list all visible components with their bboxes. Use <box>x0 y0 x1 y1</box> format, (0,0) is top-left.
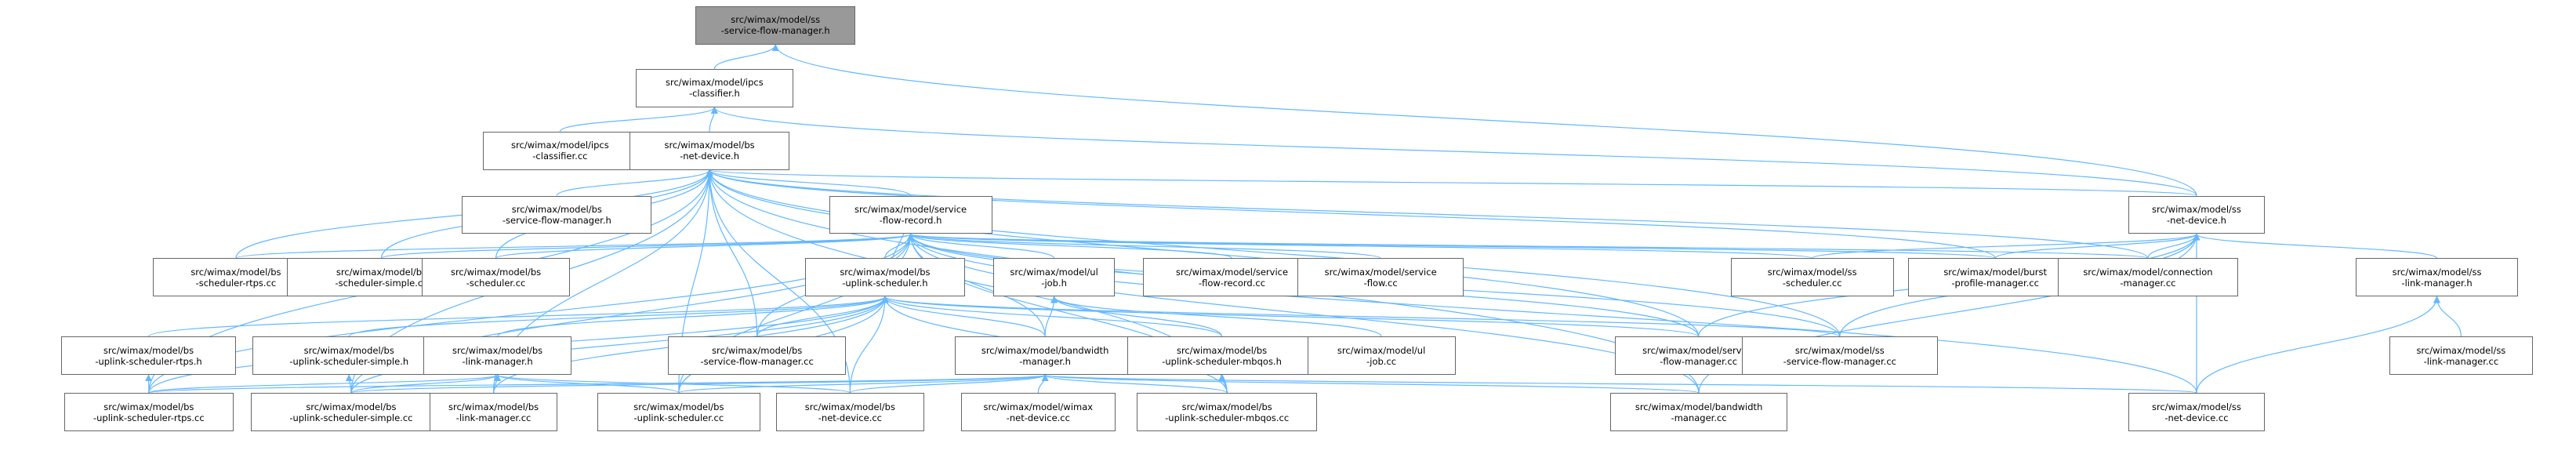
edge-bs_uls_simple_cc-includes-bw_mgr_h <box>350 374 1048 394</box>
edge-bs_sfm_h-includes-bs_netdev_h <box>556 169 713 196</box>
edge-bs_uls_mbqos_h-includes-bs_uls_h <box>881 296 1223 337</box>
edge-ss_netdev_h-includes-ipcs_h <box>711 106 2197 196</box>
edge-bs_sched_cc-includes-sfr_h <box>495 233 914 259</box>
node-bs-uplink-scheduler-rtps-cc[interactable]: src/wimax/model/bs-uplink-scheduler-rtps… <box>64 393 234 431</box>
node-ipcs-classifier-h[interactable]: src/wimax/model/ipcs-classifier.h <box>636 68 793 107</box>
edge-bw_mgr_cc-includes-bw_mgr_h <box>1042 374 1700 394</box>
edge-bpm_cc-includes-bs_netdev_h <box>706 169 1996 259</box>
edge-bs_lm_h-includes-bs_uls_h <box>497 296 889 337</box>
edge-ss_netdev_h-includes-root <box>771 43 2197 196</box>
edge-ul_job_cc-includes-ul_job_h <box>1050 296 1382 337</box>
edge-bs_uls_simple_h-includes-bs_uls_h <box>348 296 889 337</box>
node-bs-net-device-h[interactable]: src/wimax/model/bs-net-device.h <box>629 131 790 170</box>
edge-conn_mgr_cc-includes-sfr_h <box>907 233 2149 259</box>
edge-bw_mgr_h-includes-bs_uls_h <box>881 296 1046 337</box>
edge-sf_cc-includes-sfr_h <box>907 233 1381 259</box>
edge-bs_uls_mbqos_cc-includes-bs_uls_mbqos_h <box>1218 374 1228 394</box>
node-bs-service-flow-manager-h[interactable]: src/wimax/model/bs-service-flow-manager.… <box>462 195 652 234</box>
edge-bs_netdev_cc-includes-bw_mgr_h <box>849 374 1049 394</box>
node-ul-job-h[interactable]: src/wimax/model/ul-job.h <box>993 258 1116 297</box>
edge-sfr_cc-includes-sfr_h <box>907 233 1233 259</box>
edge-ss_netdev_h-includes-bs_netdev_h <box>706 169 2197 197</box>
edge-bs_uls_simple_cc-includes-bs_lm_h <box>350 374 501 394</box>
node-bs-scheduler-cc[interactable]: src/wimax/model/bs-scheduler.cc <box>422 258 571 297</box>
node-bs-link-manager-cc[interactable]: src/wimax/model/bs-link-manager.cc <box>430 393 557 431</box>
node-bs-uplink-scheduler-mbqos-h[interactable]: src/wimax/model/bs-uplink-scheduler-mbqo… <box>1127 336 1317 376</box>
edge-bs_sched_simple_cc-includes-sfr_h <box>380 233 914 259</box>
edge-sfr_h-includes-bs_netdev_h <box>706 169 912 197</box>
edge-ipcs_cc-includes-ipcs_h <box>559 106 718 133</box>
edge-bs_uls_mbqos_cc-includes-bw_mgr_h <box>1041 374 1228 394</box>
edge-bpm_cc-includes-ss_netdev_h <box>1994 233 2200 259</box>
edge-ul_job_h-includes-sfr_h <box>907 233 1055 259</box>
edge-bs_sfm_cc-includes-bs_netdev_h <box>706 169 758 337</box>
edge-ss_sched_cc-includes-ss_netdev_h <box>1812 233 2200 259</box>
edge-ss_lm_h-includes-ss_netdev_h <box>2193 233 2438 259</box>
edge-sfm_cc-includes-bs_uls_h <box>881 296 1700 337</box>
node-bs-uplink-scheduler-cc[interactable]: src/wimax/model/bs-uplink-scheduler.cc <box>597 393 760 431</box>
node-wimax-net-device-cc[interactable]: src/wimax/model/wimax-net-device.cc <box>961 393 1116 431</box>
edge-conn_mgr_cc-includes-bs_netdev_h <box>706 169 2149 259</box>
node-bs-uplink-scheduler-rtps-h[interactable]: src/wimax/model/bs-uplink-scheduler-rtps… <box>61 336 236 376</box>
edge-ss_netdev_cc-includes-bw_mgr_h <box>1042 374 2197 394</box>
node-bs-uplink-scheduler-simple-cc[interactable]: src/wimax/model/bs-uplink-scheduler-simp… <box>251 393 452 431</box>
edge-bs_uls_rtps_h-includes-bs_uls_h <box>147 296 889 337</box>
node-ss-service-flow-manager-h: src/wimax/model/ss-service-flow-manager.… <box>695 5 856 45</box>
node-ul-job-cc[interactable]: src/wimax/model/ul-job.cc <box>1307 336 1456 376</box>
edge-ss_lm_cc-includes-ss_lm_h <box>2433 296 2462 337</box>
edge-ss_netdev_cc-includes-sfr_h <box>907 233 2197 394</box>
node-service-flow-record-cc[interactable]: src/wimax/model/service-flow-record.cc <box>1143 258 1321 297</box>
node-ss-service-flow-manager-cc[interactable]: src/wimax/model/ss-service-flow-manager.… <box>1742 336 1938 376</box>
edge-bs_netdev_cc-includes-bs_uls_h <box>849 296 889 394</box>
node-bs-uplink-scheduler-mbqos-cc[interactable]: src/wimax/model/bs-uplink-scheduler-mbqo… <box>1136 393 1318 431</box>
edge-bs_uls_cc-includes-bw_mgr_h <box>678 374 1049 394</box>
node-bs-uplink-scheduler-simple-h[interactable]: src/wimax/model/bs-uplink-scheduler-simp… <box>252 336 446 376</box>
node-bs-link-manager-h[interactable]: src/wimax/model/bs-link-manager.h <box>423 336 572 376</box>
node-burst-profile-manager-cc[interactable]: src/wimax/model/burst-profile-manager.cc <box>1907 258 2083 297</box>
node-connection-manager-cc[interactable]: src/wimax/model/connection-manager.cc <box>2057 258 2239 297</box>
edge-bs_uls_rtps_cc-includes-bs_lm_h <box>148 374 501 394</box>
node-service-flow-record-h[interactable]: src/wimax/model/service-flow-record.h <box>829 195 992 234</box>
edge-bs_uls_simple_cc-includes-bs_uls_simple_h <box>345 374 353 394</box>
node-ss-net-device-h[interactable]: src/wimax/model/ss-net-device.h <box>2128 195 2265 234</box>
node-ss-net-device-cc[interactable]: src/wimax/model/ss-net-device.cc <box>2128 393 2265 431</box>
edge-ss_sfm_cc-includes-bs_uls_h <box>881 296 1841 337</box>
node-bandwidth-manager-cc[interactable]: src/wimax/model/bandwidth-manager.cc <box>1609 393 1788 431</box>
node-service-flow-cc[interactable]: src/wimax/model/service-flow.cc <box>1297 258 1464 297</box>
node-bs-service-flow-manager-cc[interactable]: src/wimax/model/bs-service-flow-manager.… <box>668 336 847 376</box>
node-bs-uplink-scheduler-h[interactable]: src/wimax/model/bs-uplink-scheduler.h <box>804 258 965 297</box>
node-ss-scheduler-cc[interactable]: src/wimax/model/ss-scheduler.cc <box>1730 258 1894 297</box>
node-ipcs-classifier-cc[interactable]: src/wimax/model/ipcs-classifier.cc <box>483 131 637 170</box>
node-ss-link-manager-cc[interactable]: src/wimax/model/ss-link-manager.cc <box>2389 336 2534 376</box>
edge-bs_sched_rtps_cc-includes-sfr_h <box>235 233 914 259</box>
edge-bs_uls_rtps_cc-includes-bw_mgr_h <box>148 374 1048 394</box>
edge-ipcs_h-includes-root <box>713 43 779 70</box>
edge-ss_sfm_cc-includes-bs_netdev_h <box>706 169 1841 337</box>
edge-ss_netdev_cc-includes-ss_lm_h <box>2196 296 2441 394</box>
edge-ss_sched_cc-includes-sfr_h <box>907 233 1813 259</box>
node-bs-net-device-cc[interactable]: src/wimax/model/bs-net-device.cc <box>775 393 924 431</box>
node-bandwidth-manager-h[interactable]: src/wimax/model/bandwidth-manager.h <box>954 336 1136 376</box>
node-ss-link-manager-h[interactable]: src/wimax/model/ss-link-manager.h <box>2355 258 2519 297</box>
edge-bs_uls_mbqos_h-includes-ul_job_h <box>1050 296 1223 337</box>
